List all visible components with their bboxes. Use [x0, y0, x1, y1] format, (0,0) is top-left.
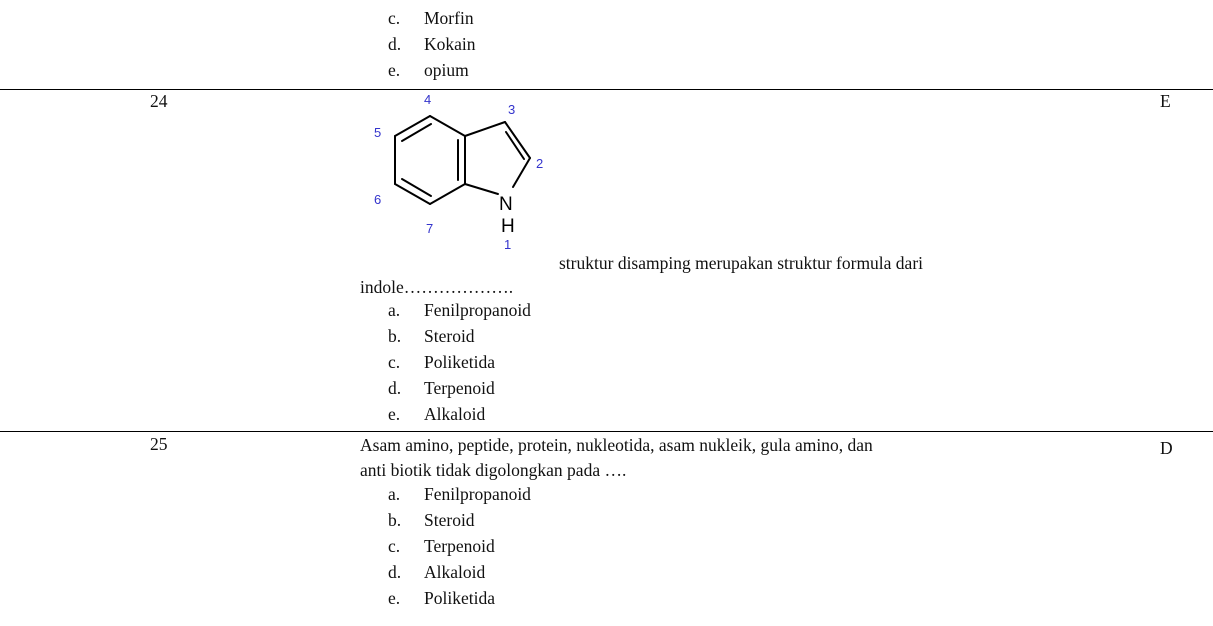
option-text: Alkaloid — [424, 562, 486, 582]
option-text: Kokain — [424, 34, 476, 54]
option-text: Terpenoid — [424, 536, 495, 556]
bond-line — [394, 115, 431, 137]
table-row-divider — [0, 89, 1213, 90]
atom-number-label: 7 — [426, 221, 433, 236]
atom-number-label: 3 — [508, 102, 515, 117]
bond-line — [505, 131, 525, 160]
option-text: Fenilpropanoid — [424, 300, 531, 320]
option-text: Fenilpropanoid — [424, 484, 531, 504]
option-text: Poliketida — [424, 588, 495, 608]
atom-number-label: 6 — [374, 192, 381, 207]
option-letter: c. — [388, 536, 401, 556]
bond-line — [401, 123, 432, 142]
bond-line — [464, 183, 499, 195]
option-letter: e. — [388, 60, 401, 80]
question-number: 25 — [150, 434, 168, 454]
option-text: Alkaloid — [424, 404, 486, 424]
option-letter: b. — [388, 510, 402, 530]
option-text: Steroid — [424, 326, 475, 346]
bond-line — [429, 115, 466, 137]
option-text: Steroid — [424, 510, 475, 530]
option-letter: b. — [388, 326, 402, 346]
option-letter: d. — [388, 562, 402, 582]
option-letter: e. — [388, 588, 401, 608]
option-text: Morfin — [424, 8, 474, 28]
question-text: anti biotik tidak digolongkan pada …. — [360, 460, 627, 480]
bond-line — [464, 121, 506, 137]
table-row-divider — [0, 431, 1213, 432]
option-text: opium — [424, 60, 469, 80]
question-text: struktur disamping merupakan struktur fo… — [559, 253, 924, 273]
option-text: Poliketida — [424, 352, 495, 372]
answer-key: D — [1160, 438, 1173, 458]
question-text: indole………………. — [360, 277, 514, 297]
option-letter: d. — [388, 378, 402, 398]
option-letter: a. — [388, 484, 401, 504]
bond-line — [394, 183, 431, 205]
question-number: 24 — [150, 91, 168, 111]
indole-structure-image: N H 1 2 3 4 5 6 7 — [374, 92, 543, 252]
option-letter: d. — [388, 34, 402, 54]
atom-number-label: 5 — [374, 125, 381, 140]
option-letter: c. — [388, 8, 401, 28]
option-letter: a. — [388, 300, 401, 320]
bond-line — [429, 183, 466, 205]
answer-key: E — [1160, 91, 1171, 111]
bond-line — [401, 178, 432, 197]
bond-line — [504, 121, 531, 159]
option-letter: c. — [388, 352, 401, 372]
atom-number-label: 2 — [536, 156, 543, 171]
atom-number-label: 1 — [504, 237, 511, 252]
atom-label-n: N — [499, 194, 513, 215]
atom-number-label: 4 — [424, 92, 431, 107]
bond-line — [512, 157, 531, 188]
option-text: Terpenoid — [424, 378, 495, 398]
question-text: Asam amino, peptide, protein, nukleotida… — [360, 435, 873, 455]
option-letter: e. — [388, 404, 401, 424]
atom-label-h: H — [501, 216, 515, 237]
